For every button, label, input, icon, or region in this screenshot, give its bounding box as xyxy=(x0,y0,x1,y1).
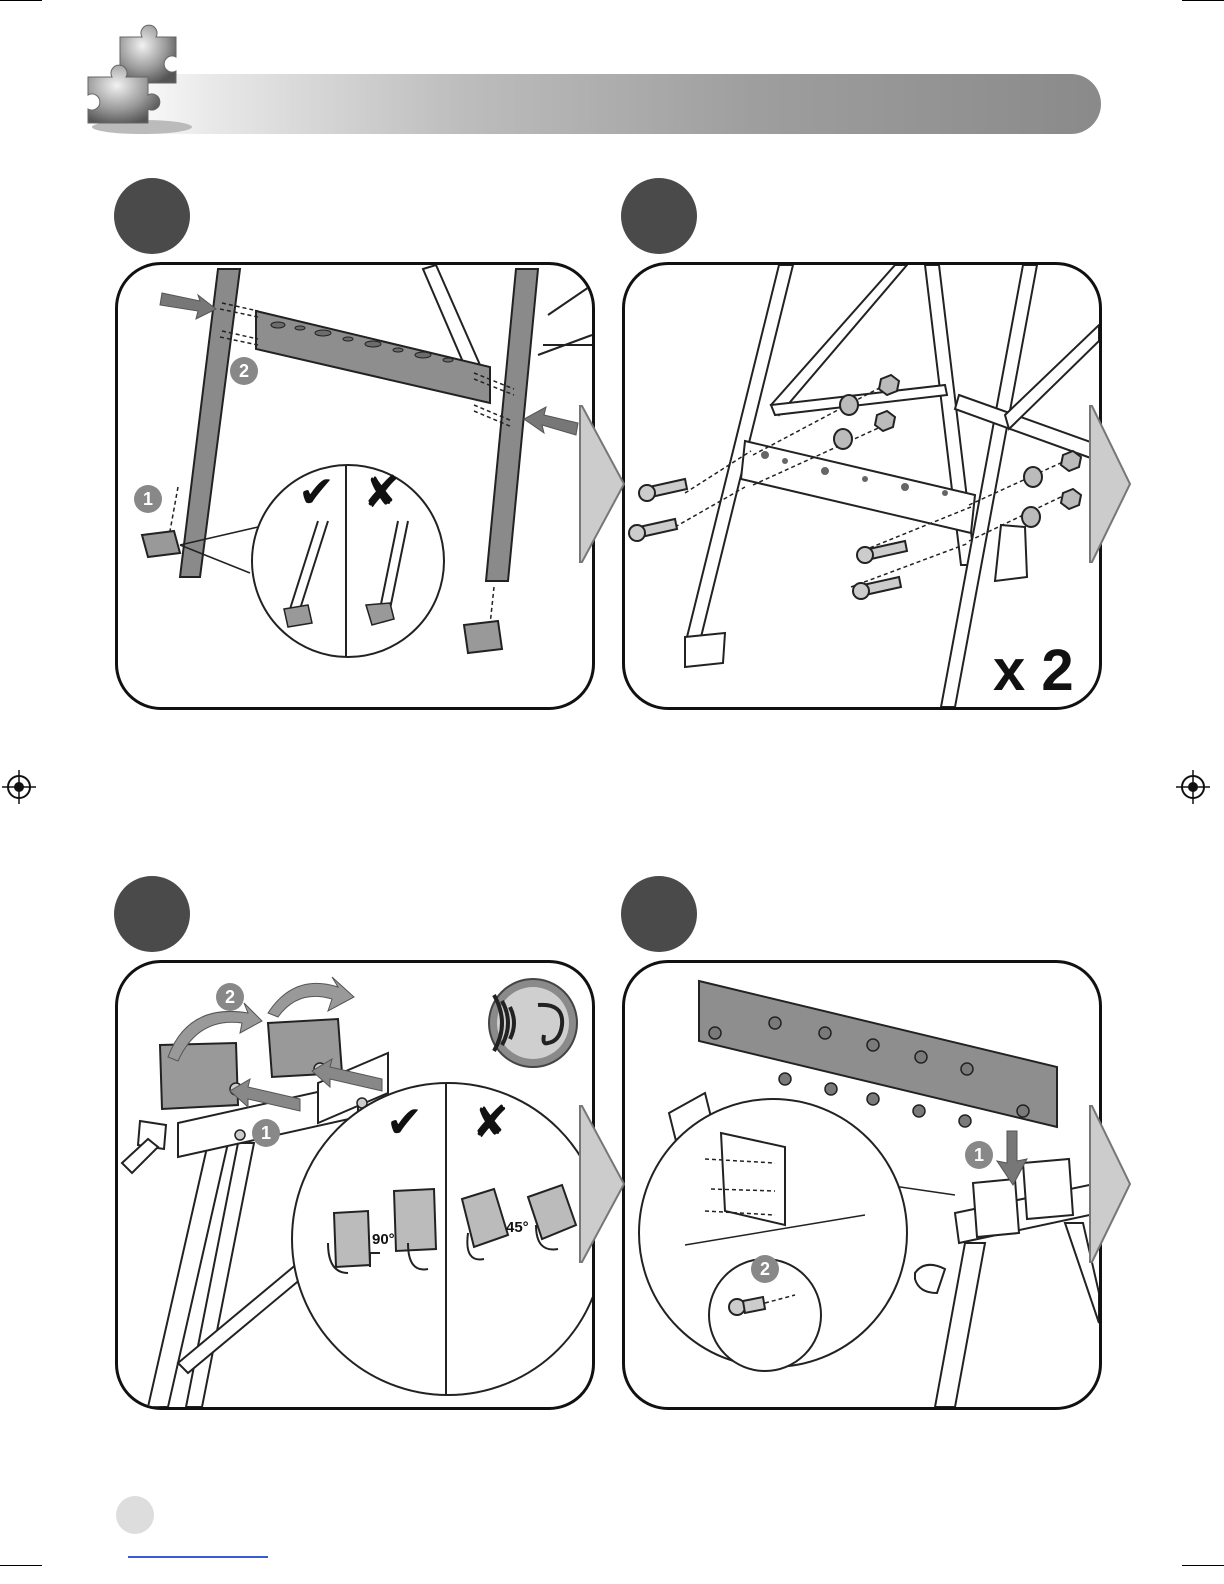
panel-step-2: x 2 xyxy=(622,262,1102,710)
callout-number-1: 1 xyxy=(134,485,162,513)
sound-ear-icon xyxy=(489,979,577,1067)
crop-mark xyxy=(0,1565,42,1566)
correct-check-icon: ✔ xyxy=(386,1097,423,1148)
callout-number-1: 1 xyxy=(252,1119,280,1147)
crop-mark xyxy=(1182,1565,1224,1566)
crop-mark xyxy=(0,0,42,1)
work-surface-mount-illustration xyxy=(625,963,1099,1407)
page-number-dot xyxy=(116,1496,154,1534)
next-step-arrow-icon xyxy=(1088,1104,1136,1264)
next-step-arrow-icon xyxy=(1088,404,1136,564)
leg-assembly-illustration xyxy=(118,265,592,707)
callout-number-2: 2 xyxy=(216,983,244,1011)
footer-line xyxy=(128,1556,268,1558)
wrong-cross-icon: ✘ xyxy=(472,1097,509,1148)
callout-number-2: 2 xyxy=(230,357,258,385)
panel-step-4: 1 2 xyxy=(622,960,1102,1410)
angle-label-correct: 90° xyxy=(372,1231,395,1248)
next-step-arrow-icon xyxy=(578,404,626,564)
registration-mark-icon xyxy=(1176,770,1210,804)
correct-check-icon: ✔ xyxy=(298,467,335,518)
puzzle-pieces-icon xyxy=(80,15,200,135)
registration-mark-icon xyxy=(2,770,36,804)
callout-number-1: 1 xyxy=(965,1141,993,1169)
wrong-cross-icon: ✘ xyxy=(363,467,400,518)
clamp-mount-illustration xyxy=(118,963,592,1407)
panel-step-1: 1 2 ✔ ✘ xyxy=(115,262,595,710)
header-bar xyxy=(115,74,1101,134)
step-circle-2 xyxy=(621,178,697,254)
crop-mark xyxy=(1182,0,1224,1)
step-circle-3 xyxy=(114,876,190,952)
next-step-arrow-icon xyxy=(578,1104,626,1264)
step-circle-4 xyxy=(621,876,697,952)
step-circle-1 xyxy=(114,178,190,254)
callout-number-2: 2 xyxy=(751,1255,779,1283)
angle-label-wrong: 45° xyxy=(506,1219,529,1236)
quantity-label: x 2 xyxy=(993,637,1074,704)
panel-step-3: 1 2 ✔ ✘ 90° 45° xyxy=(115,960,595,1410)
